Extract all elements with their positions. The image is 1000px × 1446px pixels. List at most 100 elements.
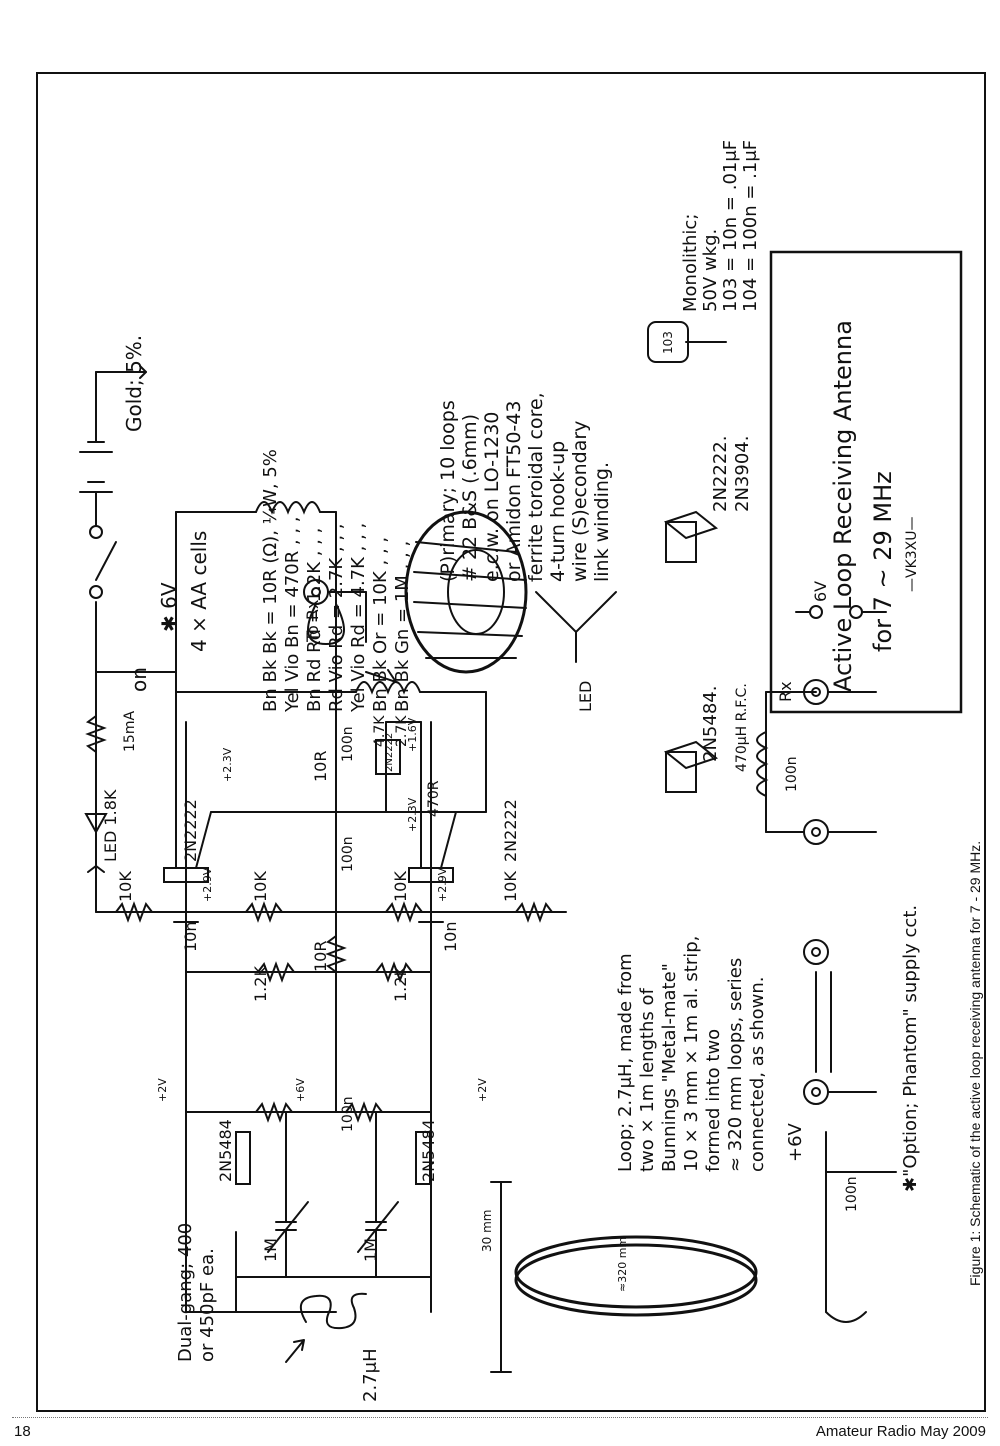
transformer-note-8: link winding. [591,462,613,582]
v-plus-2-3v-2: +2.3V [406,797,419,832]
loop-note-6: ≈ 320 mm loops, series [725,958,746,1172]
led-part-label: LED [576,681,595,712]
tuning-note-2: or 450pF ea. [197,1248,218,1362]
cap-code-label: 103 [661,331,675,354]
fet2-label: 2N5484 [419,1119,438,1182]
output-link [303,579,399,684]
c-100n-4: 100n [784,756,800,792]
inductor-label: 2.7μH [360,1348,381,1402]
c-10n-1: 10n [181,922,200,953]
color-row-1: Bn Bk Bk = 10R (Ω), ¼W, 5% [260,449,281,712]
phantom-label: ✱"Option; Phantom" supply cct. [900,905,921,1192]
c-10n-2: 10n [441,922,460,953]
figure-caption-text: Figure 1: Schematic of the active loop r… [967,840,983,1286]
q1-label: 2N2222 [181,799,200,862]
v-plus-2-9v-2: +2.9V [436,867,449,902]
title-box [769,250,963,714]
c-100n-1: 100n [340,836,356,872]
monolithic-note-2: 50V wkg. [700,229,721,312]
dim-30mm-label: 30 mm [480,1210,494,1252]
plus-6v-label: +6V [785,1122,806,1162]
title-line-2: for 7 ~ 29 MHz [869,471,897,652]
fet-stage [185,961,432,1185]
title-line-1: Active Loop Receiving Antenna [829,320,857,692]
led-current-label: 15mA [122,711,138,752]
rx-label: Rx [776,681,795,702]
dim-320mm-label: ≈320 mm [616,1237,629,1292]
v-plus-2v-1: +2V [156,1078,169,1102]
r-10k-4: 10K [501,871,520,902]
pinout-2n3904-label: 2N3904. [732,436,753,512]
pinout-2n5484-label: 2N5484. [700,686,721,762]
to-rx-label: To Rx [303,599,322,643]
supply-6v-label: 6V [811,581,830,602]
c-100n-5: 100n [844,1176,860,1212]
battery-cells: 4 × AA cells [187,531,211,652]
loop-note-2: two × 1m lengths of [637,987,658,1172]
color-row-2: Yel Vio Bn = 470R , , , [282,516,303,713]
label-gold: Gold; 5%. [122,335,146,432]
color-row-5: Yel Vio Rd = 4.7K , , , [348,523,369,713]
q3-label: 2N2222 [384,733,395,772]
r-4-7k: 4.7K [372,715,388,747]
r-470r: 470R [426,780,442,817]
monolithic-note-1: Monolithic; [680,214,701,312]
v-plus-2-3v-1: +2.3V [221,747,234,782]
loop-note-5: formed into two [703,1029,724,1172]
r-1-2k-2: 1.2K [391,966,410,1002]
r-10r-1: 10R [311,941,330,972]
transformer-note-3: e.c.w. on LO-1230 [481,412,503,582]
transformer-note-2: # 22 B&S (.6mm) [459,414,481,582]
page-number: 18 [14,1423,31,1440]
loop-note-1: Loop; 2.7μH, made from [615,953,636,1172]
r-10r-2: 10R [311,751,330,782]
q2-label: 2N2222 [501,799,520,862]
loop-note-3: Bunnings "Metal-mate" [659,963,680,1172]
pinout-2n2222-label: 2N2222. [710,436,731,512]
power-supply-section [79,365,177,883]
c-100n-2: 100n [340,1096,356,1132]
footer-rule [12,1417,988,1418]
v-plus-1-6v: +1.6V [406,717,419,752]
r-1-2k-1: 1.2K [251,966,270,1002]
transformer-note-4: or Amidon FT50-43 [503,401,525,582]
led-label: LED 1.8K [101,789,120,862]
transformer-note-5: ferrite toroidal core, [525,392,547,582]
transformer-note-1: (P)rimary; 10 loops [437,400,459,582]
toroid-transformer [404,510,617,674]
r-10k-1: 10K [116,871,135,902]
v-plus-2-9v-1: +2.9V [201,867,214,902]
schematic-labels: Gold; 5%. Bn Bk Bk = 10R (Ω), ¼W, 5% Yel… [101,140,921,1402]
v-plus-6v: +6V [294,1078,307,1102]
transformer-note-7: wire (S)econdary [569,421,591,582]
r-10k-3: 10K [391,871,410,902]
r-1m-1: 1M [261,1238,280,1262]
tuning-note-1: Dual-gang; 400 [175,1223,196,1362]
phantom-supply [756,605,897,1323]
schematic-diagram: Gold; 5%. Bn Bk Bk = 10R (Ω), ¼W, 5% Yel… [79,140,963,1402]
c-100n-3: 100n [340,726,356,762]
loop-antenna [490,1181,758,1373]
bjt-output-stage [163,501,487,883]
color-row-6: Bn Bk Or = 10K , , , [370,537,391,712]
monolithic-note-3: 103 = 10n = .01μF [720,140,741,312]
magazine-issue: Amateur Radio May 2009 [815,1423,986,1440]
r-1m-2: 1M [361,1238,380,1262]
monolithic-note-4: 104 = 100n = .1μF [740,140,761,312]
rfc-label: 470μH R.F.C. [734,683,750,772]
r-2-7k: 2.7K [394,715,410,747]
loop-note-4: 10 × 3 mm × 1m al. strip, [681,936,702,1172]
battery-on: on [127,667,151,692]
color-row-7: Bn Bk Gn = 1M , , , [392,541,413,712]
transistor-pinouts [647,321,727,793]
v-plus-2v-2: +2V [476,1078,489,1102]
loop-note-7: connected, as shown. [747,977,768,1172]
transformer-note-6: 4-turn hook-up [547,441,569,582]
color-row-3: Bn Rd Rd = 1.2K , , , [304,528,325,712]
r-10k-2: 10K [251,871,270,902]
title-author: —VK3XU— [904,516,920,592]
battery-voltage: ✱ 6V [157,582,181,632]
figure-frame [36,72,986,1412]
fet1-label: 2N5484 [216,1119,235,1182]
color-row-4: Rd Vio Rd = 2.7K , , , [326,523,347,712]
